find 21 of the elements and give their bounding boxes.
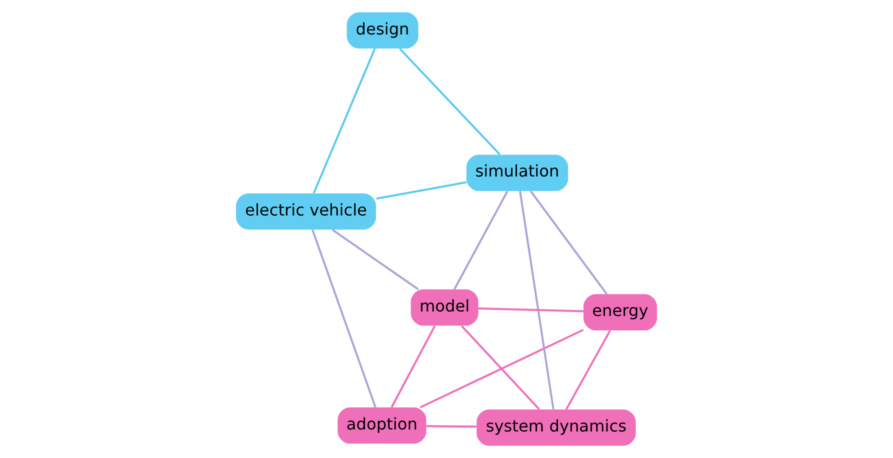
node-box: design [346,12,418,49]
connector [420,328,584,408]
connector [426,425,477,428]
node-box: system dynamics [476,409,636,446]
node-box: electric vehicle [236,193,376,230]
connector [460,325,540,410]
connector [530,190,608,295]
connector [519,190,554,410]
node-box: model [410,289,478,326]
connector [332,228,419,290]
connector [376,181,467,200]
connector [312,229,376,408]
connector [312,48,376,194]
node-box: energy [583,294,657,330]
connector [478,307,584,312]
connector [565,330,611,410]
connector [453,190,508,290]
node-box: adoption [338,407,426,444]
connector [399,48,501,156]
node-box: simulation [466,154,568,192]
connector [390,325,436,408]
